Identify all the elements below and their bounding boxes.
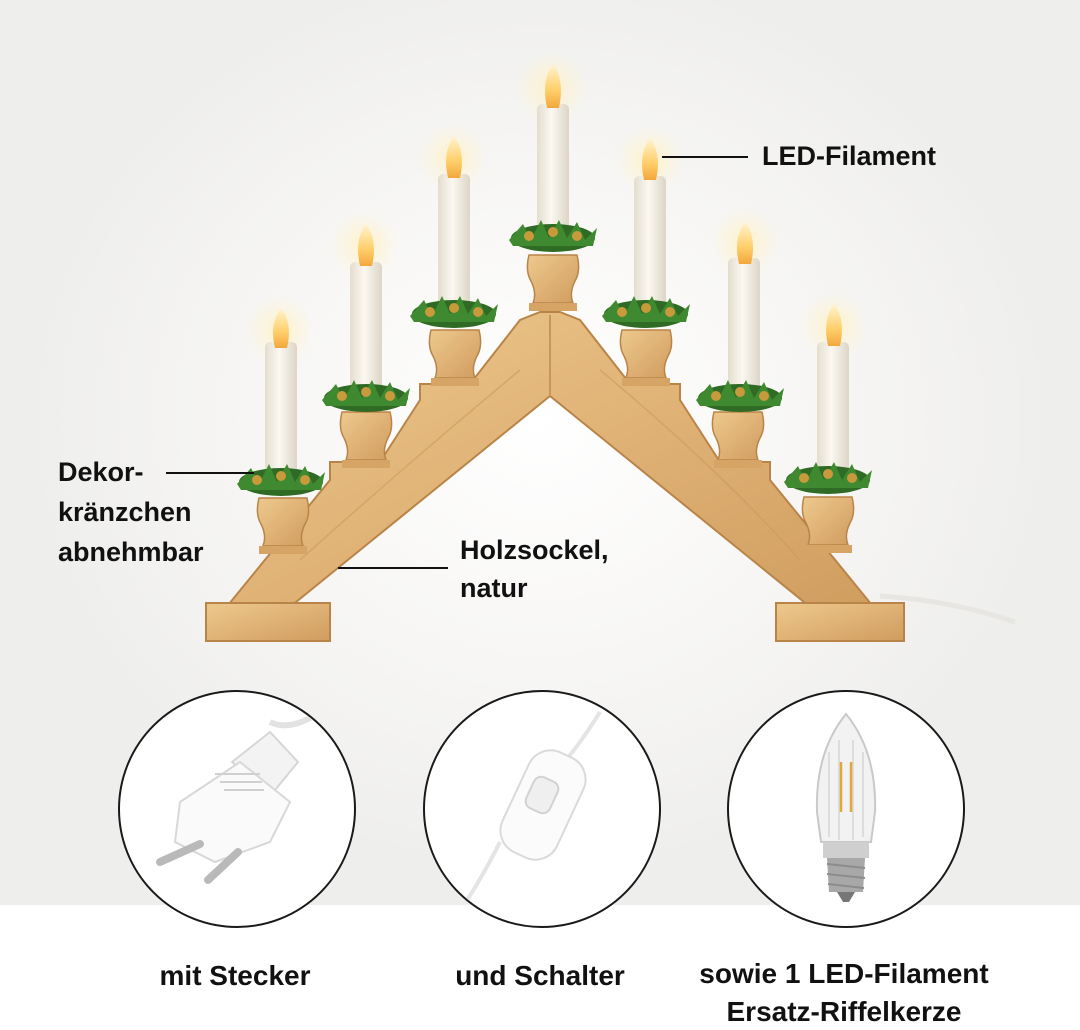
switch-caption: und Schalter: [455, 960, 625, 991]
candle-6: [696, 208, 784, 469]
candle-3: [410, 124, 498, 387]
plug-circle: [118, 690, 356, 928]
candle-1: [237, 296, 325, 555]
led-filament-label: LED-Filament: [762, 141, 937, 171]
plug-caption: mit Stecker: [159, 960, 311, 991]
dekor-label-line1: Dekor-: [58, 457, 144, 487]
candle-4: [509, 52, 597, 312]
bulb-circle: [727, 690, 965, 928]
candle-5: [602, 126, 690, 387]
bulb-caption-line1: sowie 1 LED-Filament: [699, 958, 989, 989]
dekor-label-line3: abnehmbar: [58, 537, 204, 567]
candle-arch: [205, 52, 1016, 642]
dekor-label-line2: kränzchen: [58, 497, 192, 527]
plug-icon: [156, 709, 322, 884]
bulb-caption-line2: Ersatz-Riffelkerze: [726, 996, 962, 1027]
holzsockel-label-line1: Holzsockel,: [460, 535, 609, 565]
holzsockel-leader: [338, 567, 448, 569]
switch-icon: [446, 710, 602, 926]
dekor-leader: [166, 472, 254, 474]
candle-7: [784, 292, 872, 554]
holzsockel-label-line2: natur: [460, 573, 528, 603]
bulb-icon: [815, 712, 877, 902]
switch-circle: [423, 690, 661, 928]
led-filament-leader: [662, 156, 748, 158]
candle-2: [322, 211, 410, 469]
